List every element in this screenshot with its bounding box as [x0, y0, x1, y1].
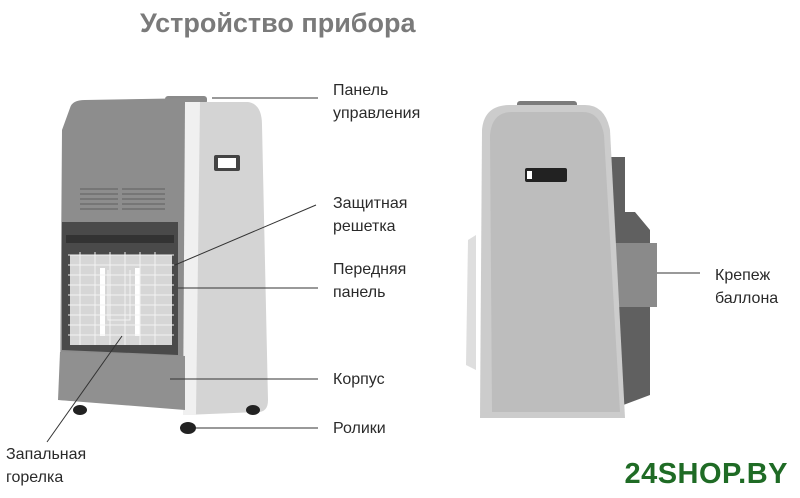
label-line: управления	[333, 105, 421, 122]
label-line: решетка	[333, 218, 396, 235]
label-cylinder-mount: Крепеж баллона	[715, 264, 778, 310]
label-wheels: Ролики	[333, 420, 386, 437]
label-line: горелка	[6, 469, 64, 486]
protective-guard	[68, 252, 174, 345]
label-line: Крепеж	[715, 267, 771, 284]
label-control-panel: Панель управления	[333, 79, 420, 125]
burner-ceramic	[70, 255, 172, 345]
label-guard: Защитная решетка	[333, 192, 407, 238]
label-line: Передняя	[333, 261, 407, 278]
side-view-heater	[466, 101, 657, 418]
label-line: панель	[333, 284, 386, 301]
label-pilot-burner: Запальная горелка	[6, 443, 86, 489]
label-line: Панель	[333, 82, 389, 99]
shop-logo: 24SHOP.BY	[624, 458, 788, 490]
label-line: баллона	[715, 290, 779, 307]
page-title: Устройство прибора	[140, 8, 416, 38]
leader-lines	[46, 97, 700, 443]
front-view-heater	[58, 96, 268, 434]
label-front-panel: Передняя панель	[333, 258, 406, 304]
label-line: Запальная	[6, 446, 87, 463]
label-line: Защитная	[333, 195, 408, 212]
wheels	[73, 405, 260, 434]
label-body: Корпус	[333, 371, 385, 388]
cylinder-mount	[614, 243, 657, 307]
handle-slot-side	[525, 168, 567, 182]
